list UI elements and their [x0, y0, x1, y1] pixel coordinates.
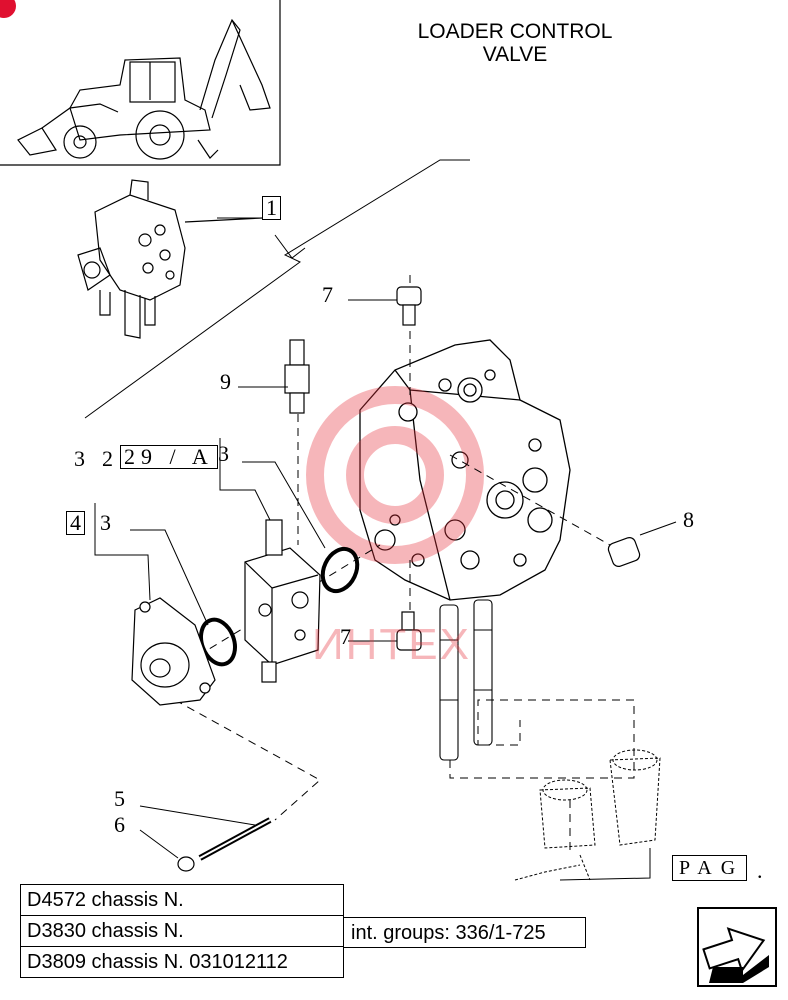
watermark-gear — [306, 386, 484, 564]
callout-3-left: 3 — [74, 446, 85, 471]
callout-4: 4 — [66, 511, 85, 535]
backhoe-loader-illustration — [17, 18, 271, 160]
corner-badge — [0, 0, 16, 18]
callout-7-top: 7 — [322, 282, 333, 307]
callout-5: 5 — [114, 786, 125, 811]
callout-3-mid: 3 — [218, 441, 229, 466]
watermark-text: ИНТЕХ — [312, 620, 471, 669]
solenoid-block — [244, 519, 321, 683]
valve-assembly-illustration — [77, 179, 263, 339]
reference-parts-dashed — [514, 749, 661, 881]
o-ring-upper — [320, 546, 360, 594]
next-page-arrow-icon[interactable] — [697, 907, 777, 987]
spool-stems — [439, 599, 493, 761]
pag-dot: . — [757, 858, 763, 883]
callout-7-bottom: 7 — [340, 624, 351, 649]
callout-29a: 29 / A — [120, 445, 218, 469]
chassis-row: D3830 chassis N. — [20, 915, 344, 947]
bolt-bottom — [396, 611, 422, 651]
nut — [177, 856, 195, 872]
main-valve-body — [359, 339, 571, 601]
callout-leaders — [94, 217, 677, 881]
callout-6: 6 — [114, 812, 125, 837]
chassis-cell: D3830 chassis N. — [20, 915, 344, 947]
callout-8: 8 — [683, 507, 694, 532]
chassis-row: D3809 chassis N. 031012112 — [20, 946, 344, 978]
pag-reference: PAG — [672, 855, 748, 881]
title-line-2: VALVE — [482, 43, 548, 66]
callout-9: 9 — [220, 369, 231, 394]
sensor-part — [284, 339, 310, 414]
page-title: LOADER CONTROL VALVE — [390, 20, 640, 66]
chassis-cell: D4572 chassis N. — [20, 884, 344, 916]
callout-1: 1 — [262, 196, 281, 220]
callout-2-left: 2 — [102, 446, 113, 471]
chassis-cell: D3809 chassis N. 031012112 — [20, 946, 344, 978]
flange-cover — [131, 597, 216, 706]
arrow-glyph — [702, 927, 769, 983]
plug-part — [607, 537, 641, 567]
bolt-top — [396, 286, 422, 326]
title-line-1: LOADER CONTROL — [417, 20, 613, 43]
thumbnail-frame — [0, 0, 281, 166]
chassis-table: D4572 chassis N. D3830 chassis N. D3809 … — [20, 884, 344, 978]
callout-3-oring: 3 — [100, 510, 111, 535]
int-groups: int. groups: 336/1-725 — [343, 917, 586, 948]
chassis-row: D4572 chassis N. — [20, 884, 344, 916]
